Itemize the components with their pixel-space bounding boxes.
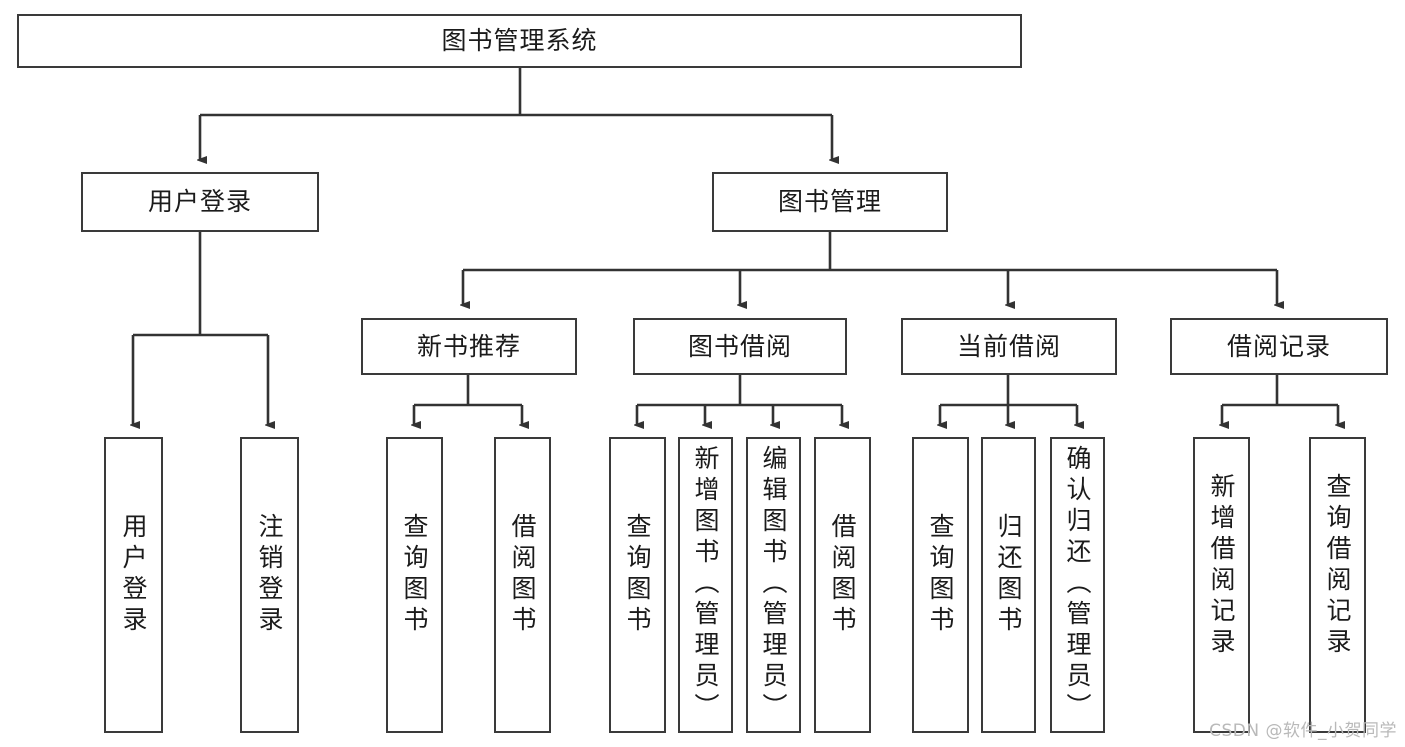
node-label: 用户登录 bbox=[119, 513, 148, 637]
node-label: 查询借阅记录 bbox=[1323, 473, 1352, 659]
node-label: 新书推荐 bbox=[416, 331, 521, 361]
node-label: 当前借阅 bbox=[956, 331, 1061, 361]
node-label: 查询图书 bbox=[623, 513, 652, 637]
node-book-borrow[interactable]: 图书借阅 bbox=[633, 318, 847, 375]
node-new-book-rec[interactable]: 新书推荐 bbox=[361, 318, 577, 375]
node-user-login[interactable]: 用户登录 bbox=[81, 172, 319, 232]
leaf-add-record[interactable]: 新增借阅记录 bbox=[1193, 437, 1250, 733]
node-label: 用户登录 bbox=[147, 187, 252, 217]
leaf-return-book[interactable]: 归还图书 bbox=[981, 437, 1036, 733]
node-label: 借阅记录 bbox=[1226, 331, 1331, 361]
leaf-borrow-book-rec[interactable]: 借阅图书 bbox=[494, 437, 551, 733]
node-label: 查询图书 bbox=[400, 513, 429, 637]
leaf-borrow-book[interactable]: 借阅图书 bbox=[814, 437, 871, 733]
node-book-manage[interactable]: 图书管理 bbox=[712, 172, 948, 232]
node-label: 确认归还（管理员） bbox=[1063, 445, 1092, 724]
leaf-query-record[interactable]: 查询借阅记录 bbox=[1309, 437, 1366, 733]
leaf-user-login[interactable]: 用户登录 bbox=[104, 437, 163, 733]
node-label: 图书借阅 bbox=[687, 331, 792, 361]
leaf-add-book[interactable]: 新增图书（管理员） bbox=[678, 437, 733, 733]
node-label: 注销登录 bbox=[255, 513, 284, 637]
node-current-borrow[interactable]: 当前借阅 bbox=[901, 318, 1117, 375]
node-label: 借阅图书 bbox=[828, 513, 857, 637]
leaf-query-book-rec[interactable]: 查询图书 bbox=[386, 437, 443, 733]
leaf-confirm-return[interactable]: 确认归还（管理员） bbox=[1050, 437, 1105, 733]
node-label: 归还图书 bbox=[994, 513, 1023, 637]
node-label: 编辑图书（管理员） bbox=[759, 445, 788, 724]
leaf-query-book-borrow[interactable]: 查询图书 bbox=[609, 437, 666, 733]
leaf-query-book-current[interactable]: 查询图书 bbox=[912, 437, 969, 733]
leaf-edit-book[interactable]: 编辑图书（管理员） bbox=[746, 437, 801, 733]
node-borrow-record[interactable]: 借阅记录 bbox=[1170, 318, 1388, 375]
node-label: 图书管理系统 bbox=[441, 26, 598, 56]
node-label: 新增图书（管理员） bbox=[691, 445, 720, 724]
node-label: 查询图书 bbox=[926, 513, 955, 637]
node-label: 借阅图书 bbox=[508, 513, 537, 637]
node-root-system[interactable]: 图书管理系统 bbox=[17, 14, 1022, 68]
leaf-user-logout[interactable]: 注销登录 bbox=[240, 437, 299, 733]
node-label: 图书管理 bbox=[777, 187, 882, 217]
node-label: 新增借阅记录 bbox=[1207, 473, 1236, 659]
